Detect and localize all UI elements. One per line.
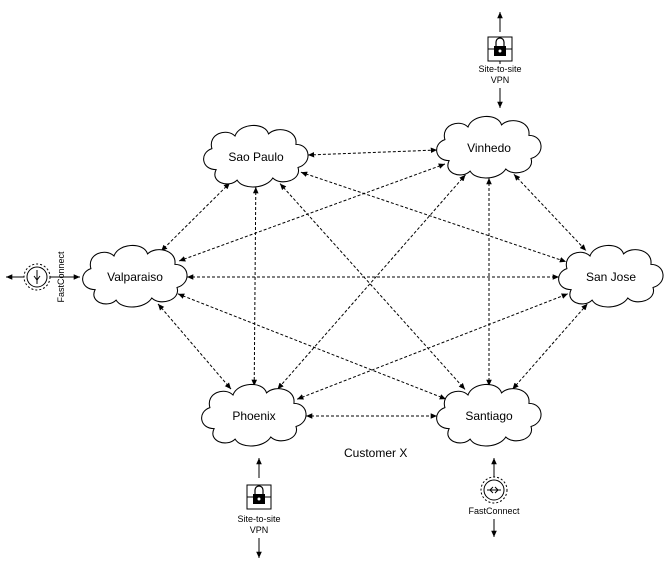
lock-icon bbox=[246, 484, 272, 510]
site-label: Sao Paulo bbox=[228, 150, 284, 164]
link-phoenix-san-jose bbox=[296, 293, 569, 400]
fastconnect-icon bbox=[480, 476, 508, 504]
link-valparaiso-phoenix bbox=[157, 303, 232, 390]
diagram-caption: Customer X bbox=[344, 446, 407, 460]
connector-vpn-bottom: Site-to-site VPN bbox=[237, 458, 281, 558]
site-phoenix: Phoenix bbox=[201, 383, 307, 447]
connector-label: FastConnect bbox=[56, 251, 66, 303]
link-sao-paulo-san-jose bbox=[300, 171, 567, 263]
connector-label: VPN bbox=[250, 525, 269, 535]
link-vinhedo-phoenix bbox=[277, 174, 466, 390]
connector-fastconnect-bottom: FastConnect bbox=[468, 458, 520, 537]
site-vinhedo: Vinhedo bbox=[436, 115, 542, 179]
link-sao-paulo-phoenix bbox=[251, 186, 259, 387]
site-label: Santiago bbox=[465, 409, 513, 423]
site-sao-paulo: Sao Paulo bbox=[203, 124, 309, 188]
site-label: San Jose bbox=[586, 270, 636, 284]
connector-fastconnect-left: FastConnect bbox=[6, 251, 80, 303]
connector-label: Site-to-site bbox=[478, 64, 521, 74]
site-label: Vinhedo bbox=[467, 141, 511, 155]
site-san-jose: San Jose bbox=[558, 244, 664, 308]
site-valparaiso: Valparaiso bbox=[82, 244, 188, 308]
connector-label: FastConnect bbox=[468, 506, 520, 516]
lock-icon bbox=[487, 36, 513, 62]
connector-label: VPN bbox=[491, 75, 510, 85]
link-santiago-san-jose bbox=[512, 303, 588, 390]
links-layer bbox=[157, 147, 588, 419]
site-label: Phoenix bbox=[232, 409, 275, 423]
link-sao-paulo-valparaiso bbox=[160, 182, 231, 252]
fastconnect-icon bbox=[23, 263, 51, 291]
site-label: Valparaiso bbox=[107, 270, 163, 284]
link-sao-paulo-vinhedo bbox=[307, 147, 438, 158]
link-vinhedo-san-jose bbox=[513, 173, 587, 252]
sites-layer: Sao Paulo Vinhedo Valparaiso San Jose Ph… bbox=[82, 115, 664, 447]
connector-label: Site-to-site bbox=[237, 514, 280, 524]
connector-vpn-top: Site-to-site VPN bbox=[478, 12, 522, 108]
site-santiago: Santiago bbox=[436, 383, 542, 447]
link-valparaiso-santiago bbox=[177, 293, 447, 400]
